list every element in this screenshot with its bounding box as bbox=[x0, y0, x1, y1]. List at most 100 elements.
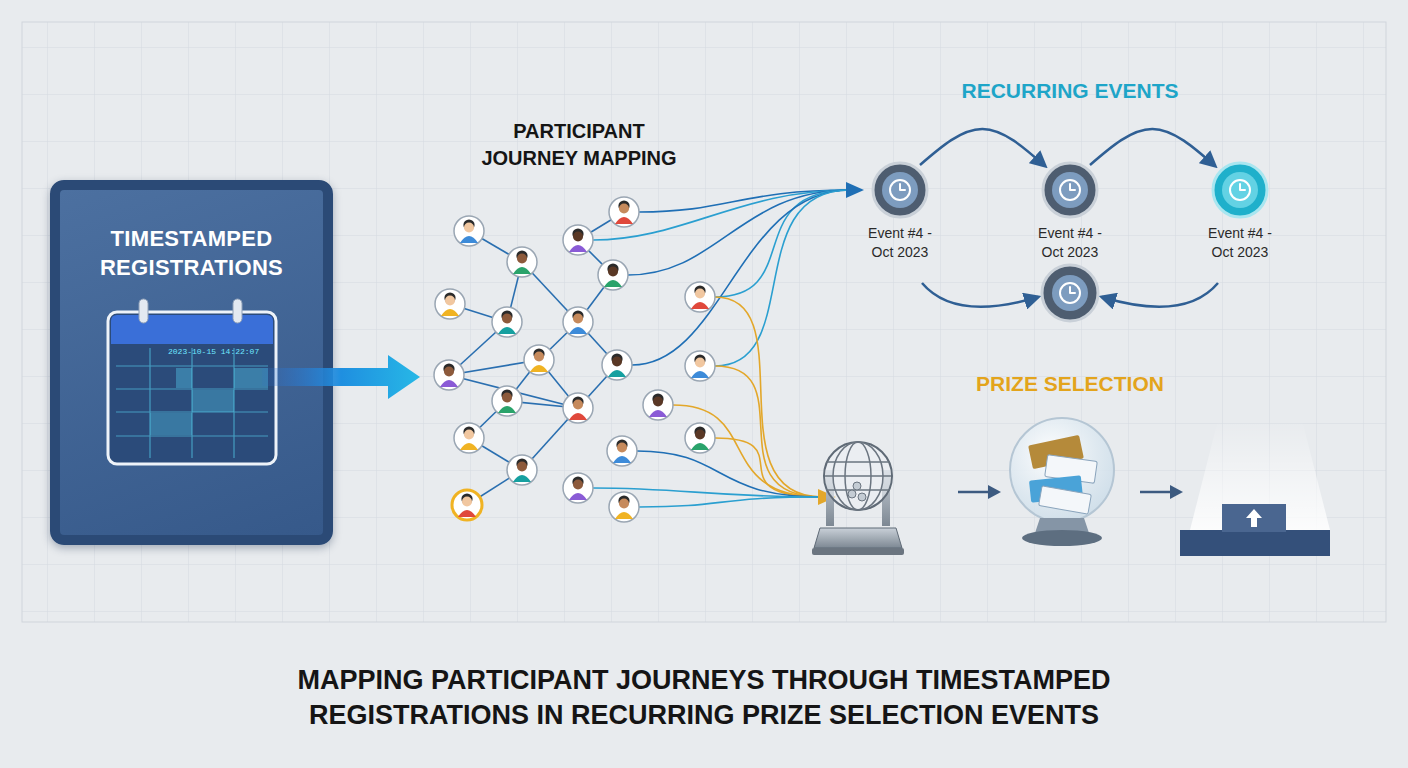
participant-avatar bbox=[685, 351, 715, 381]
avatar-body bbox=[440, 380, 458, 387]
participant-network bbox=[434, 182, 864, 522]
ticket-bowl bbox=[1010, 418, 1114, 546]
participant-avatar bbox=[452, 490, 482, 520]
cycle-arrow bbox=[920, 129, 1045, 166]
avatar-head bbox=[517, 254, 527, 264]
podium-base bbox=[1180, 530, 1330, 556]
avatar-ring bbox=[609, 197, 639, 227]
participant-avatar bbox=[454, 423, 484, 453]
clock-dial bbox=[1060, 283, 1080, 303]
participant-avatar bbox=[607, 436, 637, 466]
avatar-ring bbox=[563, 307, 593, 337]
avatar-head bbox=[464, 223, 474, 233]
participant-avatar bbox=[492, 386, 522, 416]
clock-dial bbox=[890, 180, 910, 200]
avatar-ring bbox=[602, 350, 632, 380]
participant-avatar bbox=[435, 289, 465, 319]
avatar-ring bbox=[507, 455, 537, 485]
calendar-icon bbox=[108, 299, 276, 464]
participant-avatar bbox=[563, 225, 593, 255]
clock-symbol bbox=[1170, 160, 1310, 220]
avatar-ring bbox=[643, 390, 673, 420]
event-node: Event #4 - Oct 2023 bbox=[1000, 160, 1140, 262]
event-node: Event #4 - Oct 2023 bbox=[830, 160, 970, 262]
podium-arrow bbox=[1246, 509, 1262, 527]
calendar-grid bbox=[116, 348, 268, 458]
clock-symbol bbox=[1000, 160, 1140, 220]
diagram-title: MAPPING PARTICIPANT JOURNEYS THROUGH TIM… bbox=[224, 663, 1184, 733]
journey-curve bbox=[715, 190, 850, 297]
avatar-ring bbox=[454, 216, 484, 246]
section-heading: RECURRING EVENTS bbox=[900, 78, 1240, 104]
cycle-arrow bbox=[1102, 283, 1218, 307]
cage-ball bbox=[848, 490, 856, 498]
avatar-body bbox=[569, 245, 587, 252]
avatar-ring bbox=[563, 393, 593, 423]
cycle-arrow bbox=[1090, 129, 1215, 166]
avatar-body bbox=[513, 475, 531, 482]
avatar-head bbox=[502, 393, 512, 403]
avatar-head bbox=[464, 430, 474, 440]
journey-curve bbox=[628, 190, 850, 275]
participant-avatar bbox=[609, 197, 639, 227]
avatar-head bbox=[653, 397, 663, 407]
avatar-head bbox=[608, 267, 618, 277]
clock-dial bbox=[1230, 180, 1250, 200]
avatar-ring bbox=[507, 247, 537, 277]
calendar-header bbox=[111, 315, 273, 344]
cage-base bbox=[812, 548, 904, 555]
calendar-ring bbox=[139, 299, 148, 323]
journey-curve bbox=[715, 438, 822, 497]
participant-avatar bbox=[524, 345, 554, 375]
step-arrow-head bbox=[988, 485, 1001, 499]
avatar-body bbox=[569, 493, 587, 500]
avatar-ring bbox=[563, 473, 593, 503]
calendar-glow-cell bbox=[150, 413, 192, 435]
participant-avatar bbox=[685, 423, 715, 453]
participant-avatar bbox=[507, 455, 537, 485]
journey-curve bbox=[715, 366, 822, 497]
avatar-head bbox=[695, 430, 705, 440]
avatar-ring bbox=[685, 423, 715, 453]
avatar-head bbox=[573, 480, 583, 490]
avatar-head bbox=[619, 204, 629, 214]
avatar-ring bbox=[685, 282, 715, 312]
clock-hands bbox=[1240, 184, 1245, 190]
avatar-ring bbox=[452, 490, 482, 520]
avatar-body bbox=[615, 217, 633, 224]
clock-hands bbox=[900, 184, 905, 190]
panel-title: TIMESTAMPED REGISTRATIONS bbox=[60, 224, 323, 282]
avatar-ring bbox=[454, 423, 484, 453]
avatar-body bbox=[498, 327, 516, 334]
avatar-ring bbox=[685, 351, 715, 381]
avatar-body bbox=[460, 443, 478, 450]
journey-curve bbox=[639, 497, 822, 507]
cage-wire bbox=[825, 462, 891, 490]
avatar-head bbox=[444, 367, 454, 377]
calendar-glow-cell bbox=[192, 390, 234, 412]
event-label: Event #4 - Oct 2023 bbox=[859, 224, 941, 262]
avatar-head bbox=[502, 314, 512, 324]
clock-symbol bbox=[1042, 265, 1098, 321]
avatar-body bbox=[608, 370, 626, 377]
avatar-body bbox=[604, 280, 622, 287]
event-label: Event #4 - Oct 2023 bbox=[1029, 224, 1111, 262]
winner-podium bbox=[1180, 420, 1330, 556]
clock-face bbox=[1052, 275, 1088, 311]
participant-avatar bbox=[643, 390, 673, 420]
avatar-body bbox=[441, 309, 459, 316]
avatar-ring bbox=[609, 492, 639, 522]
avatar-body bbox=[458, 510, 476, 517]
cage-sphere bbox=[824, 442, 892, 510]
participant-avatar bbox=[598, 260, 628, 290]
avatar-head bbox=[573, 314, 583, 324]
grid-panel bbox=[22, 22, 1386, 622]
avatar-ring bbox=[524, 345, 554, 375]
participant-avatar bbox=[602, 350, 632, 380]
avatar-head bbox=[617, 443, 627, 453]
participant-avatar bbox=[563, 473, 593, 503]
journey-curve bbox=[715, 297, 822, 497]
clock-hands bbox=[1070, 287, 1075, 293]
